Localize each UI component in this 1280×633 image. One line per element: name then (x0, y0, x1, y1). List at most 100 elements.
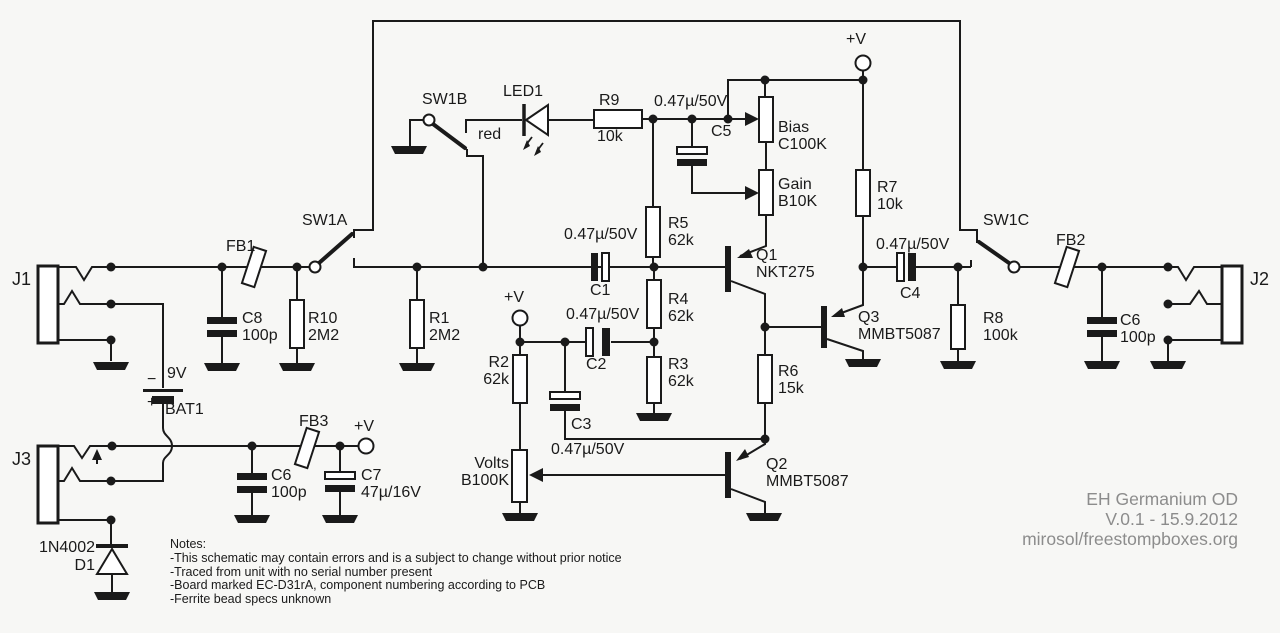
label-fb2: FB2 (1056, 232, 1086, 249)
label-c5: C5 (711, 123, 732, 140)
label-r6: R6 (778, 363, 799, 380)
dc-pin-arrow (92, 449, 102, 460)
label-r5-value: 62k (668, 232, 694, 249)
notes-block: Notes: -This schematic may contain error… (170, 537, 622, 607)
label-r9: R9 (599, 92, 620, 109)
credits-block: EH Germanium OD V.0.1 - 15.9.2012 miroso… (1006, 489, 1238, 549)
label-r5: R5 (668, 215, 689, 232)
label-q3: Q3 (858, 309, 880, 326)
notes-line: -Board marked EC-D31rA, component number… (170, 578, 546, 593)
label-r7-value: 10k (877, 196, 903, 213)
label-r2: R2 (488, 354, 509, 371)
ground-symbols (93, 146, 1186, 600)
label-j2: J2 (1250, 269, 1270, 289)
label-bat1: BAT1 (165, 401, 204, 418)
label-r1-value: 2M2 (429, 327, 461, 344)
notes-line: -This schematic may contain errors and i… (170, 550, 622, 565)
label-led1-color: red (478, 126, 502, 143)
label-q3-type: MMBT5087 (858, 326, 941, 343)
label-j1: J1 (12, 269, 32, 289)
label-c4-value: 0.47µ/50V (876, 236, 950, 253)
label-r6-value: 15k (778, 380, 804, 397)
label-r4-value: 62k (668, 308, 694, 325)
ferrite-bead-fb1 (240, 245, 268, 289)
label-r1: R1 (429, 310, 450, 327)
switch-sw1c (977, 240, 1021, 274)
label-c4: C4 (900, 285, 921, 302)
label-battery-minus: − (147, 371, 157, 388)
label-sw1b: SW1B (422, 91, 468, 108)
pot-bias (745, 96, 774, 143)
label-sw1a: SW1A (302, 212, 348, 229)
ferrite-bead-fb2 (1053, 245, 1081, 289)
label-led1: LED1 (503, 83, 544, 100)
label-c1: C1 (590, 282, 611, 299)
label-r7: R7 (877, 179, 898, 196)
label-c6-left-value: 100p (271, 484, 307, 501)
label-q2-type: MMBT5087 (766, 473, 849, 490)
label-q1: Q1 (756, 247, 778, 264)
switch-sw1b (422, 113, 467, 150)
label-c2-value: 0.47µ/50V (566, 306, 640, 323)
notes-line: -Traced from unit with no serial number … (170, 564, 433, 579)
label-sw1c: SW1C (983, 212, 1030, 229)
switch-sw1a (308, 232, 354, 274)
notes-heading: Notes: (170, 537, 207, 551)
label-volts-value: B100K (460, 472, 509, 489)
credits-title: EH Germanium OD (1086, 489, 1238, 509)
label-c6-left: C6 (271, 467, 292, 484)
vplus-terminals (357, 54, 872, 455)
label-vplus-top: +V (846, 31, 867, 48)
jack-j1 (36, 264, 60, 345)
bypass-rail (353, 20, 978, 243)
label-c3: C3 (571, 416, 592, 433)
label-battery-voltage: 9V (167, 365, 187, 382)
label-r8: R8 (983, 310, 1004, 327)
label-d1-type: 1N4002 (38, 539, 95, 556)
label-c7: C7 (361, 467, 382, 484)
label-q1-type: NKT275 (756, 264, 815, 281)
notes-line: -Ferrite bead specs unknown (170, 592, 332, 607)
label-d1: D1 (74, 557, 95, 574)
label-j3: J3 (12, 449, 32, 469)
label-r10: R10 (308, 310, 338, 327)
label-r8-value: 100k (983, 327, 1018, 344)
label-vplus-mid: +V (504, 289, 525, 306)
battery-bat1 (143, 389, 183, 404)
credits-source: mirosol/freestompboxes.org (1022, 529, 1238, 549)
resistors (289, 109, 966, 404)
label-r10-value: 2M2 (308, 327, 340, 344)
junction-dots (106, 75, 1173, 525)
label-c2: C2 (586, 356, 607, 373)
label-c6-right: C6 (1120, 312, 1141, 329)
label-r4: R4 (668, 291, 689, 308)
transistor-q2 (725, 449, 749, 498)
label-r2-value: 62k (483, 371, 509, 388)
label-fb1: FB1 (226, 238, 256, 255)
label-r3: R3 (668, 356, 689, 373)
label-c8-value: 100p (242, 327, 278, 344)
jack-j3 (36, 444, 60, 525)
label-volts: Volts (474, 455, 509, 472)
label-q2: Q2 (766, 456, 788, 473)
pot-gain (745, 169, 774, 216)
label-c6-right-value: 100p (1120, 329, 1156, 346)
label-gain-value: B10K (778, 193, 818, 210)
capacitors (207, 146, 1117, 493)
label-c1-value: 0.47µ/50V (564, 226, 638, 243)
signal-wires (58, 71, 1222, 592)
pot-volts (511, 449, 543, 503)
ferrite-bead-fb3 (293, 426, 321, 470)
label-r3-value: 62k (668, 373, 694, 390)
label-bias-value: C100K (778, 136, 827, 153)
label-c5-value: 0.47µ/50V (654, 93, 728, 110)
led1-symbol (522, 103, 549, 156)
diode-d1 (95, 544, 129, 575)
transistor-q3 (821, 306, 845, 348)
label-fb3: FB3 (299, 413, 329, 430)
credits-version: V.0.1 - 15.9.2012 (1105, 509, 1238, 529)
jack-j2 (1220, 264, 1244, 345)
label-gain: Gain (778, 176, 812, 193)
